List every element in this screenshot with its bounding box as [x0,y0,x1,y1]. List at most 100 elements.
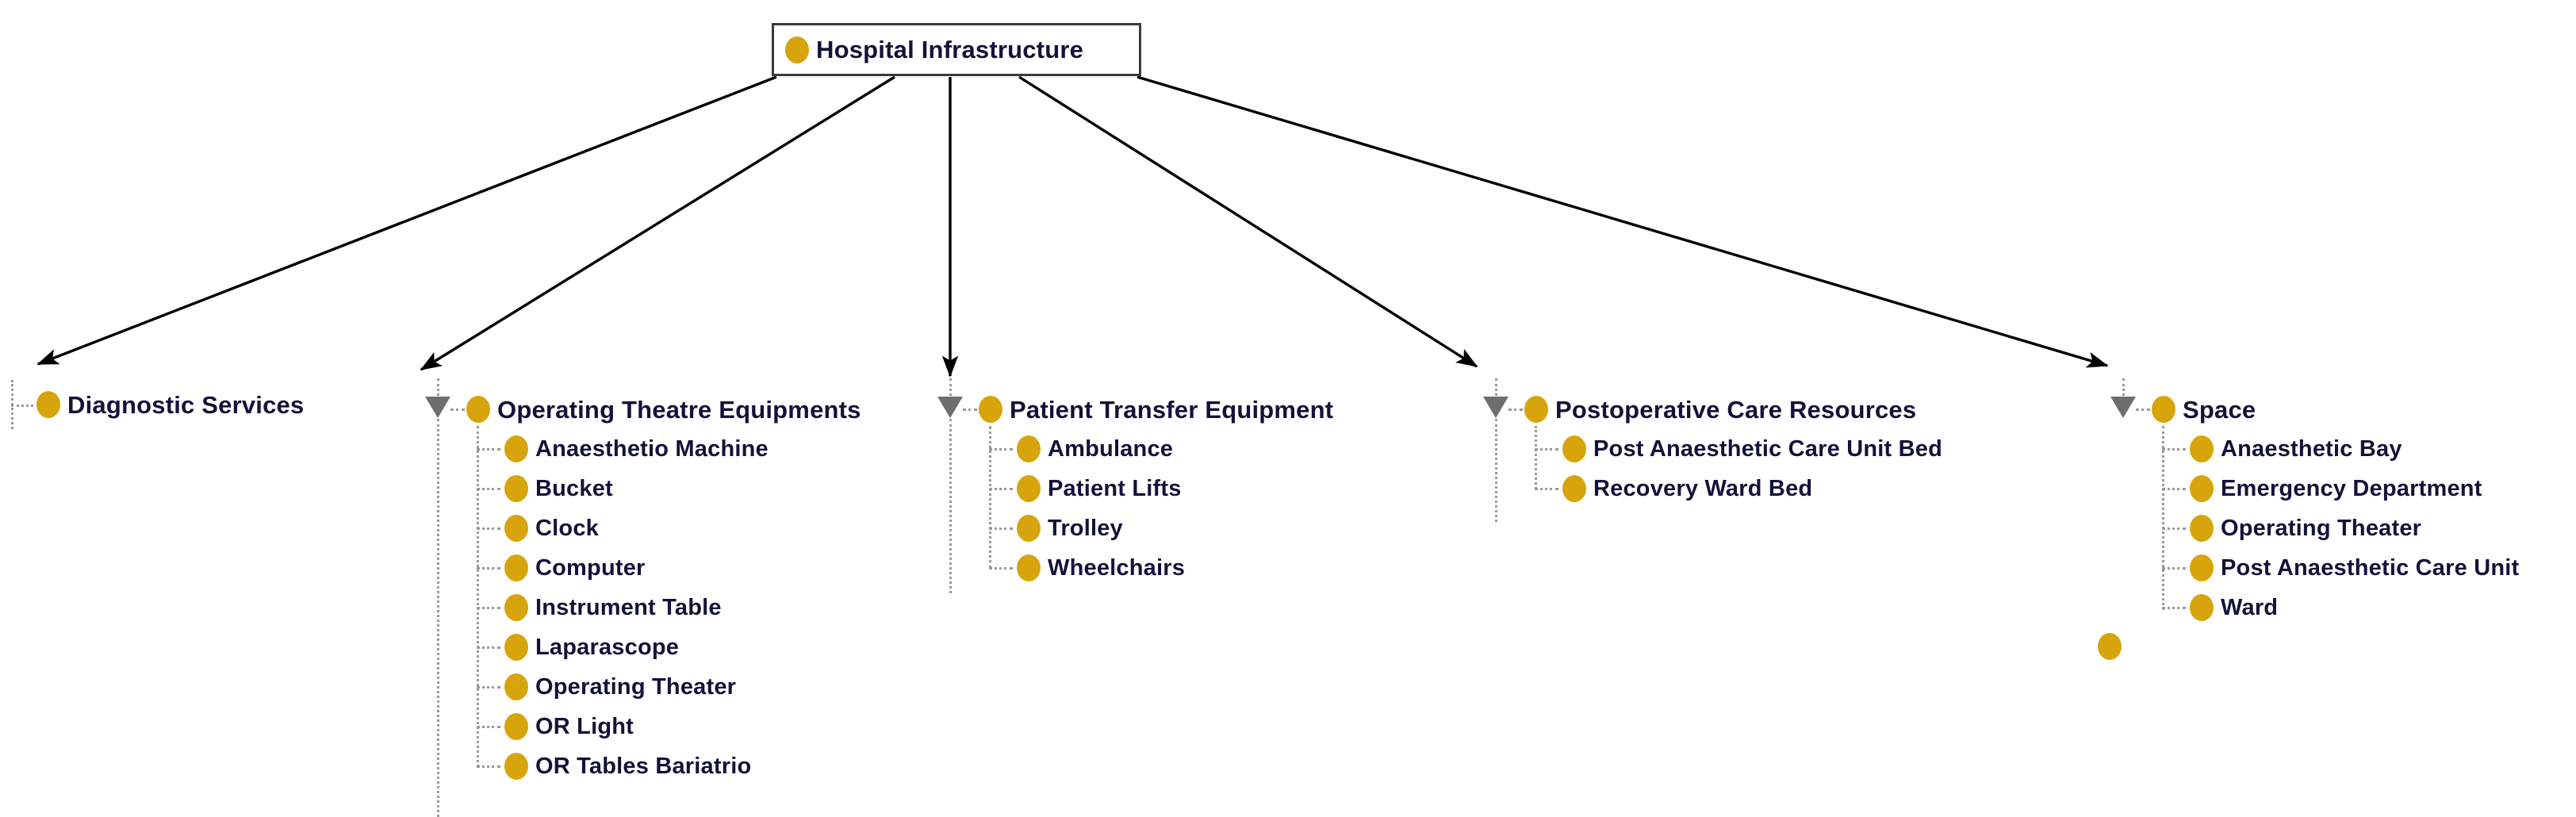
tree-guide-horizontal [989,527,1013,530]
tree-guide-horizontal [477,686,500,689]
tree-guide-horizontal [1508,408,1523,411]
tree-node-wheelchairs[interactable]: Wheelchairs [979,548,1333,588]
tree-node-operating-theater-space[interactable]: Operating Theater [2152,508,2519,548]
children-guide-vertical [477,426,479,767]
tree-node-trolley[interactable]: Trolley [979,508,1333,548]
edge-to-operating-theatre [420,75,895,371]
tree-node-recovery-ward-bed[interactable]: Recovery Ward Bed [1524,469,1942,508]
tree-node-emergency-department[interactable]: Emergency Department [2152,469,2519,508]
class-circle-icon [785,36,809,63]
tree-guide-horizontal [477,646,500,649]
class-circle-icon [1562,435,1586,462]
tree-node-postoperative-care-resources[interactable]: Postoperative Care Resources [1524,389,1942,429]
tree-node-space[interactable]: Space [2152,389,2519,429]
tree-node-instrument-table[interactable]: Instrument Table [466,588,861,627]
branch-patient-transfer-equipment: Patient Transfer Equipment Ambulance Pat… [937,378,1333,593]
toggle-guide-vertical [949,378,952,396]
tree-node-label: Trolley [1048,515,1123,541]
tree-node-label: Anaesthetic Bay [2221,435,2402,462]
children-guide-vertical [1535,426,1537,489]
class-circle-icon [2190,554,2214,581]
class-circle-icon [504,713,528,740]
tree-node-label: Instrument Table [535,594,722,620]
collapse-toggle-triangle-icon[interactable] [937,397,963,418]
tree-guide-horizontal [989,448,1013,451]
class-circle-icon [2190,594,2214,621]
tree-node-patient-lifts[interactable]: Patient Lifts [979,469,1333,508]
tree-node-operating-theater[interactable]: Operating Theater [466,667,861,707]
collapse-toggle-triangle-icon[interactable] [425,397,450,418]
tree-node-label: OR Light [535,713,634,739]
edge-to-diagnostic-services [36,75,777,366]
root-node-hospital-infrastructure[interactable]: Hospital Infrastructure [772,23,1141,76]
branch-operating-theatre-equipments: Operating Theatre Equipments Anaesthetio… [425,378,861,817]
tree-node-post-anaesthetic-care-unit-bed[interactable]: Post Anaesthetic Care Unit Bed [1524,429,1942,469]
tree-guide-horizontal [2162,567,2186,570]
class-circle-icon [504,515,528,542]
branch-space: Space Anaesthetic Bay Emergency Departme… [2110,378,2519,627]
toggle-guide-vertical-lower [1495,419,1497,522]
tree-node-laparascope[interactable]: Laparascope [466,627,861,667]
toggle-guide-vertical-lower [437,419,439,817]
tree-guide-horizontal [989,488,1013,490]
tree-node-patient-transfer-equipment[interactable]: Patient Transfer Equipment [979,389,1333,429]
tree-node-label: Laparascope [535,634,680,660]
class-circle-icon [1017,554,1041,581]
tree-node-diagnostic-services[interactable]: Diagnostic Services [11,385,304,424]
class-circle-icon [36,391,60,418]
tree-node-or-light[interactable]: OR Light [466,707,861,746]
tree-node-label: Computer [535,554,646,581]
class-circle-icon [504,634,528,661]
class-circle-icon [2190,515,2214,542]
tree-node-label: Post Anaesthetic Care Unit [2221,554,2520,581]
tree-guide-horizontal [477,765,500,768]
tree-node-label: Ward [2221,594,2279,620]
class-circle-icon [1017,475,1041,502]
class-circle-icon [1524,396,1548,423]
collapse-toggle-triangle-icon[interactable] [2110,397,2136,418]
tree-node-label: Operating Theater [535,673,737,700]
class-circle-icon [504,475,528,502]
tree-node-label: Ambulance [1048,435,1174,462]
class-circle-icon [1017,435,1041,462]
root-node-label: Hospital Infrastructure [816,36,1084,63]
tree-node-anaesthetio-machine[interactable]: Anaesthetio Machine [466,429,861,469]
tree-node-label: Wheelchairs [1048,554,1186,581]
tree-guide-horizontal [1535,488,1558,490]
tree-node-label: Patient Transfer Equipment [1010,395,1334,424]
class-circle-icon [466,396,490,423]
tree-node-clock[interactable]: Clock [466,508,861,548]
class-circle-icon [2190,435,2214,462]
class-circle-icon [1017,515,1041,542]
tree-node-label: Clock [535,515,599,541]
toggle-guide-vertical [437,378,439,396]
tree-node-label: Post Anaesthetic Care Unit Bed [1593,435,1943,462]
class-circle-icon [979,396,1002,423]
tree-node-bucket[interactable]: Bucket [466,469,861,508]
edge-to-space [1137,75,2109,368]
tree-guide-horizontal [477,607,500,609]
tree-node-anaesthetic-bay[interactable]: Anaesthetic Bay [2152,429,2519,469]
children-guide-vertical [2162,426,2164,610]
class-circle-icon [2152,396,2175,423]
tree-node-or-tables-bariatrio[interactable]: OR Tables Bariatrio [466,746,861,786]
tree-node-label: OR Tables Bariatrio [535,753,752,779]
tree-node-computer[interactable]: Computer [466,548,861,588]
tree-node-label: Diagnostic Services [67,390,305,419]
tree-node-label: Emergency Department [2221,475,2482,501]
tree-node-label: Operating Theater [2221,515,2422,541]
branch-postoperative-care-resources: Postoperative Care Resources Post Anaest… [1483,378,1942,522]
tree-node-ambulance[interactable]: Ambulance [979,429,1333,469]
class-circle-icon [504,753,528,780]
class-circle-icon [2190,475,2214,502]
tree-node-operating-theatre-equipments[interactable]: Operating Theatre Equipments [466,389,861,429]
tree-node-post-anaesthetic-care-unit[interactable]: Post Anaesthetic Care Unit [2152,548,2519,588]
tree-node-label: Space [2183,395,2256,424]
tree-guide-horizontal [477,448,500,451]
collapse-toggle-triangle-icon[interactable] [1483,397,1508,418]
class-circle-icon [504,673,528,700]
tree-guide-horizontal [477,488,500,490]
tree-node-ward[interactable]: Ward [2152,588,2519,627]
tree-guide-horizontal [963,408,977,411]
